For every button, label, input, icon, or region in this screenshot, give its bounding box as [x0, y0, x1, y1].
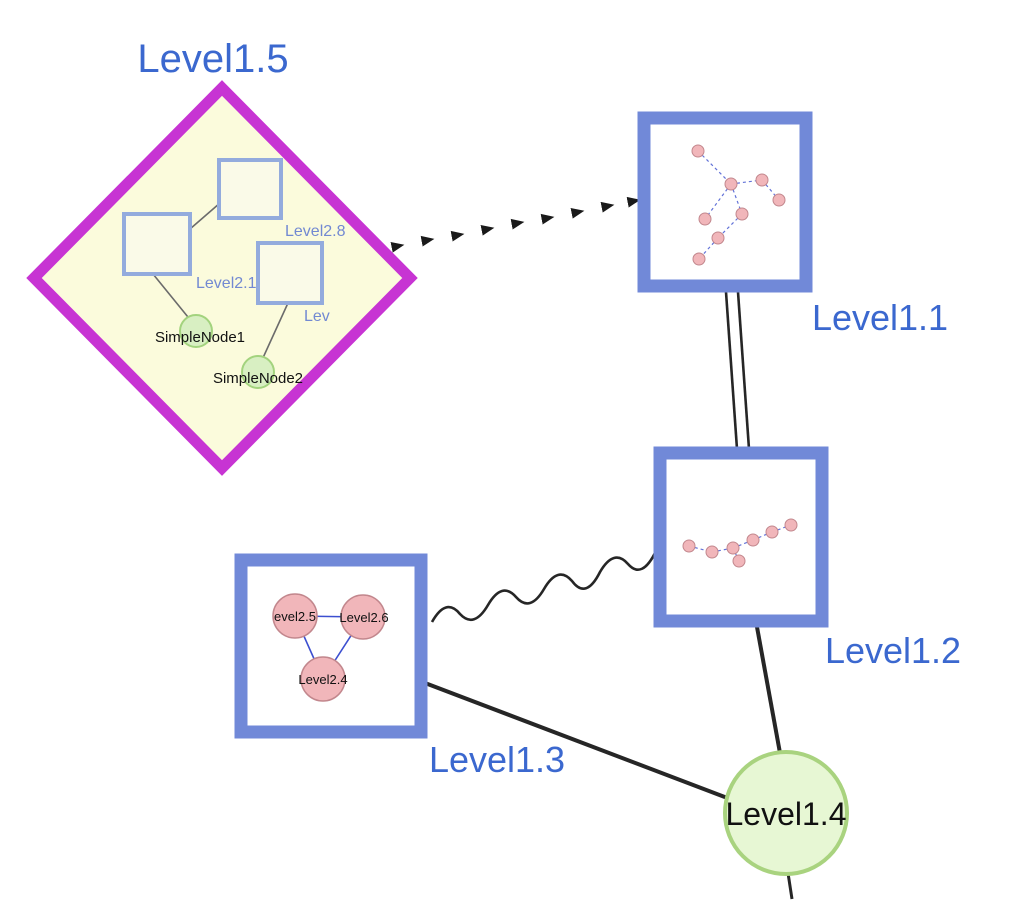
node-label-simplenode2: SimpleNode2: [213, 370, 303, 387]
node-label-level2-x: Lev: [304, 308, 330, 325]
node-simplenode2[interactable]: [241, 355, 275, 389]
mini-graph-level1-2: [682, 518, 798, 568]
node-label-level2-5: evel2.5: [274, 609, 316, 624]
node-label-level1-4: Level1.4: [726, 796, 847, 832]
group-rect-level1-3[interactable]: [234, 553, 428, 739]
edge-level13-level12[interactable]: [430, 550, 658, 623]
node-label-level2-6: Level2.6: [339, 610, 388, 625]
edge-level11-level12[interactable]: [724, 291, 751, 450]
node-level2-8[interactable]: [217, 158, 283, 220]
node-level1-3[interactable]: evel2.5 Level2.6 Level2.4: [234, 553, 428, 739]
circle-level1-4[interactable]: [723, 750, 849, 876]
node-label-level2-8: Level2.8: [285, 223, 346, 240]
mini-graph-level1-1: [691, 144, 786, 266]
edge-level13-level14[interactable]: [424, 681, 731, 801]
node-label-level2-4: Level2.4: [298, 672, 347, 687]
group-rect-level1-1[interactable]: [637, 111, 813, 293]
node-label-level1-5: Level1.5: [137, 37, 288, 81]
node-level2-1[interactable]: [122, 212, 192, 276]
diamond-shape[interactable]: [26, 80, 418, 476]
edge-level21-level28[interactable]: [189, 202, 221, 230]
node-label-level1-3: Level1.3: [429, 739, 565, 780]
mini-graph-level1-3: evel2.5 Level2.6 Level2.4: [272, 593, 389, 702]
node-label-level1-2: Level1.2: [825, 630, 961, 671]
node-level2-x[interactable]: [256, 241, 324, 305]
node-label-simplenode1: SimpleNode1: [155, 329, 245, 346]
edge-level12-level14[interactable]: [755, 626, 782, 754]
edge-level21-simplenode1[interactable]: [152, 273, 193, 323]
edge-level14-stub[interactable]: [786, 872, 794, 900]
node-level1-2[interactable]: [653, 446, 829, 628]
node-level1-5[interactable]: Level2.8 Level2.1 Lev SimpleNode1 Simple…: [26, 80, 418, 476]
edge-levelx-simplenode2[interactable]: [261, 302, 289, 361]
node-label-level1-1: Level1.1: [812, 297, 948, 338]
edge-level15-level11[interactable]: [390, 196, 641, 253]
node-label-level2-1: Level2.1: [196, 275, 257, 292]
node-level1-1[interactable]: [637, 111, 813, 293]
group-rect-level1-2[interactable]: [653, 446, 829, 628]
node-level1-4[interactable]: Level1.4: [723, 750, 849, 876]
node-simplenode1[interactable]: [179, 314, 213, 348]
